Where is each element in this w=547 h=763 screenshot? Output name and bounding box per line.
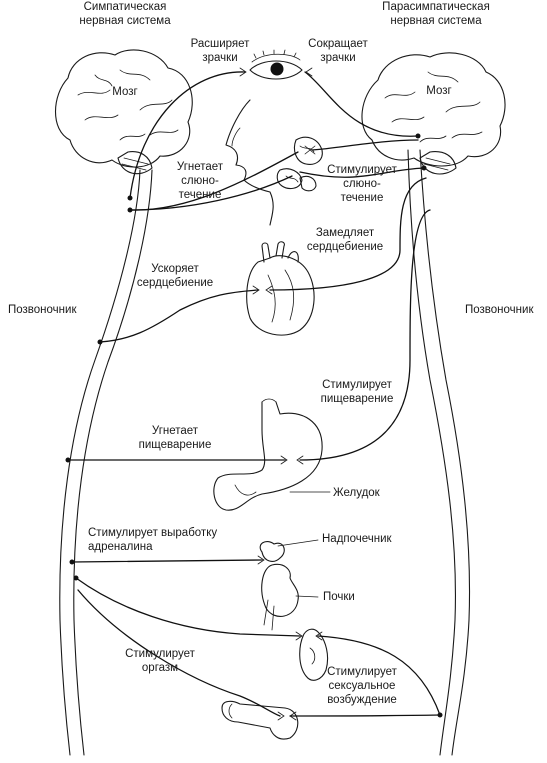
label-leader-lines — [277, 491, 331, 598]
dilates-pupils-label: Расширяет зрачки — [190, 38, 250, 64]
kidney-illustration — [259, 541, 299, 631]
left-brain-illustration — [55, 49, 193, 756]
constricts-pupils-label: Сокращает зрачки — [308, 38, 368, 64]
adrenal-gland-label: Надпочечник — [322, 533, 392, 545]
inhibits-salivation-label: Угнетает слюно- течение — [176, 161, 224, 201]
stomach-illustration — [213, 398, 323, 511]
brain-label-left: Мозг — [112, 86, 138, 98]
eye-illustration — [249, 49, 303, 80]
parasympathetic-system-title: Парасимпатическая нервная система — [382, 1, 490, 27]
synapse-markers — [239, 67, 323, 721]
sexual-arousal-label: Стимулирует сексуальное возбуждение — [327, 666, 397, 706]
spine-label-left: Позвоночник — [8, 304, 77, 316]
spine-label-right: Позвоночник — [465, 304, 534, 316]
nerve-junction-dots — [65, 133, 443, 718]
stimulates-salivation-label: Стимулирует слюно- течение — [327, 164, 397, 204]
adrenaline-label: Стимулирует выработку адреналина — [88, 527, 218, 553]
sympathetic-nerves — [67, 71, 301, 717]
face-profile-illustration — [225, 99, 274, 226]
parasympathetic-nerves — [269, 71, 441, 717]
kidneys-label: Почки — [323, 591, 355, 603]
speeds-heartbeat-label: Ускоряет сердцебиение — [136, 263, 214, 289]
salivary-glands-illustration — [276, 136, 323, 192]
inhibits-digestion-label: Угнетает пищеварение — [138, 425, 212, 451]
stomach-label: Желудок — [333, 487, 380, 499]
stimulates-digestion-label: Стимулирует пищеварение — [320, 379, 394, 405]
slows-heartbeat-label: Замедляет сердцебиение — [306, 227, 384, 253]
brain-label-right: Мозг — [426, 85, 452, 97]
sympathetic-system-title: Симпатическая нервная система — [79, 1, 171, 27]
male-organ-illustration — [221, 700, 299, 740]
uterus-illustration — [299, 628, 329, 681]
orgasm-label: Стимулирует оргазм — [125, 648, 195, 674]
heart-illustration — [246, 241, 315, 336]
